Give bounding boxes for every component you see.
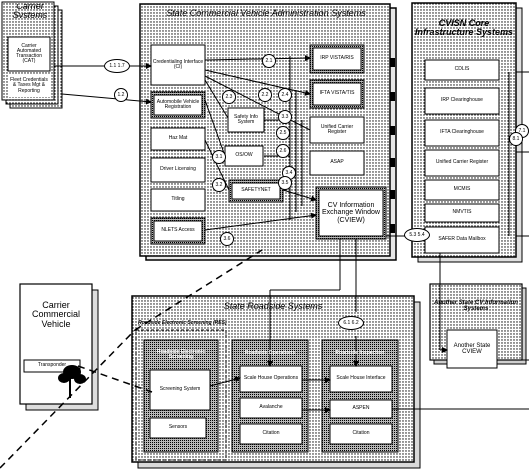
flow-label-2-6: 2.6	[276, 144, 290, 158]
nmvtis-label: NMVTIS	[452, 209, 472, 216]
flow-label-3-2: 3.2	[212, 178, 226, 192]
flow-label-3-5: 3.5	[278, 176, 292, 190]
flow-label-3-6: 3.6	[220, 232, 234, 246]
mcmis-box	[424, 179, 500, 201]
res-title: Roadside Electronic Screening (RES)	[138, 320, 227, 327]
registration-label: Automobile Vehicle Registration	[156, 98, 200, 110]
cat-box	[7, 36, 51, 72]
cdls-label: CDLIS	[454, 66, 470, 73]
safety-info-label: Safety Info System	[234, 113, 258, 125]
cat-label: Carrier Automated Transaction (CAT)	[16, 42, 42, 65]
flow-label-2-3: 2.3	[222, 90, 236, 104]
sensors-label: Sensors	[168, 424, 188, 431]
res-dashed-region	[135, 329, 227, 461]
driver-licensing-box	[150, 157, 206, 183]
another-cview-box	[446, 329, 498, 369]
another-state-title: Another State CV Information Systems	[433, 299, 518, 312]
cvisn-ifta-box	[424, 119, 500, 147]
state-cvo-title: State Commercial Vehicle Administration …	[166, 8, 366, 19]
hazmat-box	[150, 127, 206, 151]
scale-iface-box	[329, 365, 393, 393]
flow-label-1-2: 1.2	[114, 88, 128, 102]
asap-box	[309, 150, 365, 176]
asap-label: ASAP	[330, 159, 344, 166]
cvisn-ucr-box	[424, 149, 500, 177]
hazmat-label: Haz Mat	[168, 135, 188, 142]
flow-label-2-1: 2.1	[262, 54, 276, 68]
flow-label-3-1: 3.1	[212, 150, 226, 164]
roadside-title: State Roadside Systems	[223, 301, 323, 312]
driver-licensing-label: Driver Licensing	[160, 166, 196, 173]
cdls-box	[424, 59, 500, 81]
credentialing-label: Credentialing Interface (CI)	[152, 58, 204, 70]
citation2-label: Citation	[352, 430, 370, 437]
vehicle-title: Carrier Commercial Vehicle	[31, 299, 80, 329]
scale-ops-box	[239, 365, 303, 393]
citation-label: Citation	[262, 430, 280, 437]
sensors-box	[149, 417, 207, 439]
cvisn-ucr-label: Unified Carrier Register	[435, 159, 489, 166]
transponder-label: Transponder	[37, 362, 67, 369]
cvisn-title: CVISN Core Infrastructure Systems	[414, 17, 514, 37]
cvisn-irp-label: IRP Clearinghouse	[441, 97, 483, 104]
mcmis-label: MCMIS	[453, 186, 471, 193]
nmvtis-box	[424, 203, 500, 223]
cview-label: CV Information Exchange Window (CVIEW)	[322, 201, 380, 224]
irp-label: IRP VISTA/RIS	[320, 55, 354, 62]
nlets-label: NLETS Access	[161, 227, 195, 234]
avalanche-label: Avalanche	[259, 404, 283, 411]
ifta-label: IFTA VISTA/TIS	[319, 90, 355, 97]
ucr-label: Unified Carrier Register	[320, 123, 354, 135]
carrier-systems-title: Carrier Systems	[12, 4, 48, 18]
flow-label-2-2: 2.2	[258, 88, 272, 102]
ucr-box	[309, 116, 365, 144]
flow-label-5-3: 5.3 5.4	[404, 228, 430, 242]
safer-box	[424, 226, 500, 254]
safer-label: SAFER Data Mailbox	[438, 236, 486, 243]
flow-label-2-4: 2.4	[278, 88, 292, 102]
safety-info-box	[227, 107, 265, 133]
inspection-header: Roadside Inspection	[335, 350, 385, 357]
cvisn-ifta-label: IFTA Clearinghouse	[440, 129, 484, 136]
another-cview-label: Another State CVIEW	[453, 342, 491, 355]
scale-iface-label: Scale House Interface	[336, 375, 386, 382]
flow-label-1-1: 1.1 1.7	[104, 59, 130, 73]
flow-label-6-1: 6.1 6.2	[338, 316, 364, 330]
titling-label: Titling	[171, 196, 185, 203]
flow-label-8-1: 8.1	[509, 132, 523, 146]
aspen-label: ASPEN	[352, 405, 370, 412]
avalanche-box	[239, 397, 303, 419]
res-header: Roadside Electronic Screening	[156, 348, 206, 360]
safetynet-label: SAFETYNET	[241, 187, 271, 194]
flow-label-3-3: 3.3	[278, 110, 292, 124]
flow-label-2-5: 2.5	[276, 126, 290, 140]
citation-box	[239, 423, 303, 445]
osow-label: OS/OW	[235, 152, 253, 159]
cvisn-irp-box	[424, 87, 500, 115]
ops-header: Roadside Operations	[244, 350, 296, 357]
fleet-label: Fleet Credentials & Taxes Mgt & Reportin…	[10, 77, 48, 94]
citation2-box	[329, 423, 393, 445]
credentialing-box	[150, 44, 206, 86]
fleet-box	[8, 75, 50, 97]
screening-label: Screening System	[159, 386, 201, 393]
titling-box	[150, 188, 206, 212]
scale-ops-label: Scale House Operations	[243, 375, 299, 382]
screening-box	[149, 369, 211, 411]
